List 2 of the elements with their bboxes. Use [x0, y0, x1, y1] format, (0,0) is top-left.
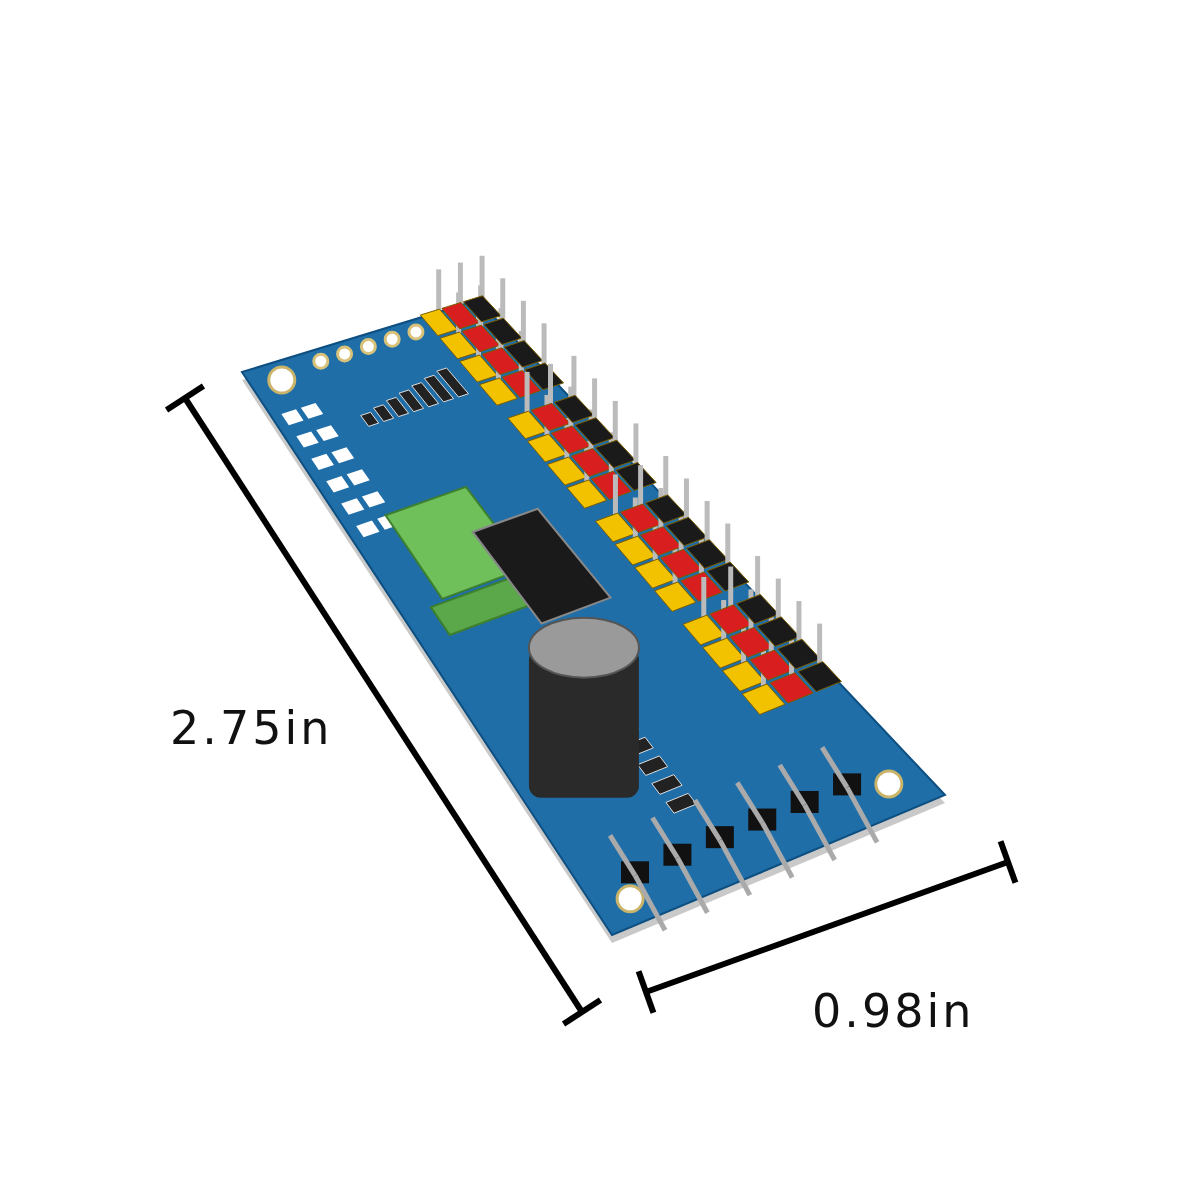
dimension-label: 0.98in	[812, 988, 975, 1034]
dimension-label: 2.75in	[170, 705, 333, 751]
